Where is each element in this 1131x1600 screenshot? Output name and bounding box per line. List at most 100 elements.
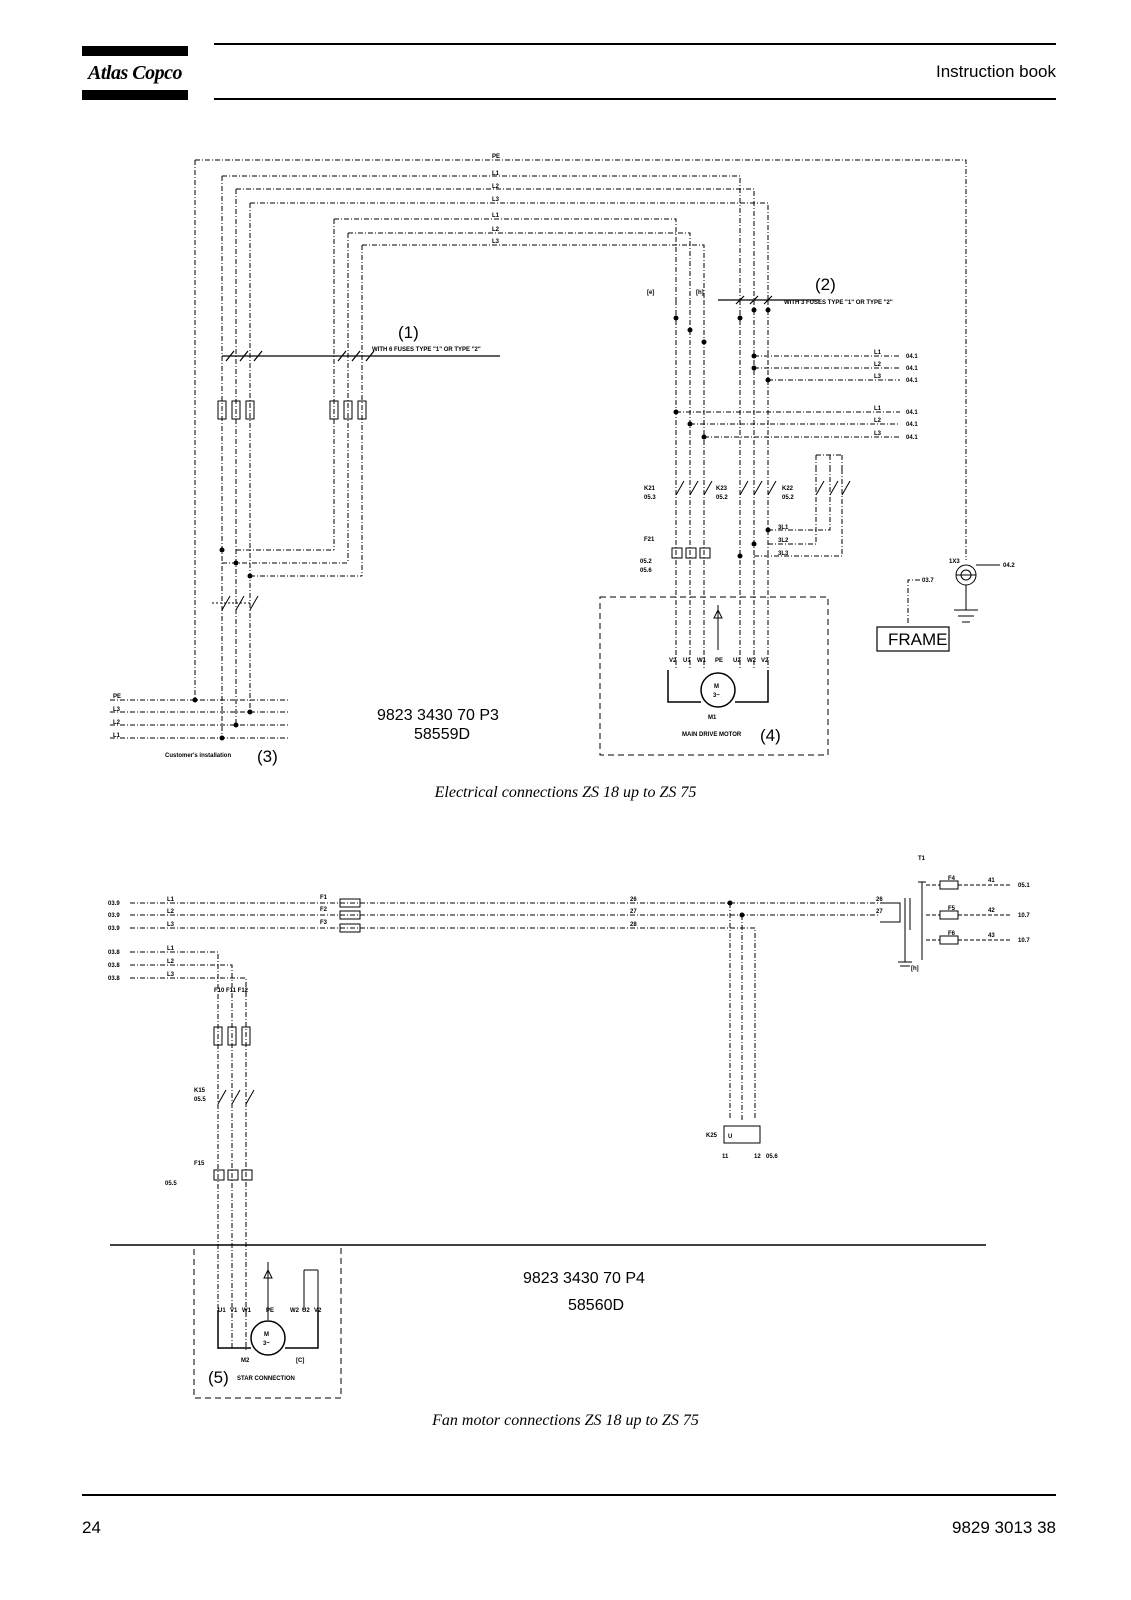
motor-m1-3ph: 3~ xyxy=(713,693,720,699)
motor-m1-label: MAIN DRIVE MOTOR xyxy=(682,732,742,738)
in-ref-1: 03.9 xyxy=(108,901,120,907)
terminal-1x3-symbol xyxy=(954,564,1000,623)
diagram1-labels: PE L1 L2 L3 L1 L2 L3 (1) WITH 6 FUSES TY… xyxy=(113,154,1015,766)
header-rule-top xyxy=(214,43,1056,45)
m2-u2: U2 xyxy=(302,1308,310,1314)
cust-label-l1: L1 xyxy=(113,733,121,739)
in-l1: L1 xyxy=(167,897,175,903)
out-ref-107b: 10.7 xyxy=(1018,938,1030,944)
in-ref-5: 03.8 xyxy=(108,963,120,969)
motor-m2-m: M xyxy=(264,1332,269,1338)
main-drive-motor-symbol xyxy=(700,672,736,708)
out-ref-a2: 04.1 xyxy=(906,366,918,372)
in-ref-3: 03.9 xyxy=(108,926,120,932)
winding-pe: PE xyxy=(715,658,723,664)
in-ref-6: 03.8 xyxy=(108,976,120,982)
bus-label-l1b: L1 xyxy=(492,213,500,219)
terminal-1x3-label: 1X3 xyxy=(949,559,960,565)
motor-m1-tag: M1 xyxy=(708,715,717,721)
drawing-number-p3: 9823 3430 70 P3 xyxy=(377,707,499,724)
transformer-t1 xyxy=(880,880,1010,967)
logo-bottom-bar xyxy=(82,90,188,100)
motor-m2-tag: M2 xyxy=(241,1358,250,1364)
out-ref-107a: 10.7 xyxy=(1018,913,1030,919)
bus-label-l3b: L3 xyxy=(492,239,500,245)
diagram1-junction-dots xyxy=(192,307,771,741)
winding-v2: V2 xyxy=(669,658,677,664)
document-number: 9829 3013 38 xyxy=(952,1518,1056,1537)
cust-label-pe: PE xyxy=(113,694,121,700)
note1-number: (1) xyxy=(398,323,419,342)
note5-number: (5) xyxy=(208,1368,229,1387)
wire-43: 43 xyxy=(988,933,995,939)
footer-rule xyxy=(82,1494,1056,1496)
out-ref-051: 05.1 xyxy=(1018,883,1030,889)
in-l2: L2 xyxy=(167,909,175,915)
diagram2-bus-lines xyxy=(130,902,880,1350)
wire-28: 28 xyxy=(630,922,637,928)
atlas-copco-logo: Atlas Copco xyxy=(82,46,188,100)
page-number: 24 xyxy=(82,1518,101,1537)
thermal-relay-f15 xyxy=(213,1169,253,1181)
in-l2b: L2 xyxy=(167,959,175,965)
star-3l3: 3L3 xyxy=(778,551,789,557)
fuse-f6: F6 xyxy=(948,931,956,937)
in-l3: L3 xyxy=(167,922,175,928)
out-l2-a: L2 xyxy=(874,362,882,368)
note2-text: WITH 3 FUSES TYPE "1" OR TYPE "2" xyxy=(784,300,893,306)
customer-switch xyxy=(212,595,259,611)
k25-label: K25 xyxy=(706,1133,718,1139)
out-l1-a: L1 xyxy=(874,350,882,356)
thermal-relay-f21 xyxy=(671,547,711,559)
m2-w1: W1 xyxy=(242,1308,252,1314)
note3-number: (3) xyxy=(257,747,278,766)
f10-f12-label: F10 F11 F12 xyxy=(214,988,249,994)
fuse-f4: F4 xyxy=(948,876,956,882)
winding-w1: W1 xyxy=(697,658,707,664)
star-3l1: 3L1 xyxy=(778,525,789,531)
f21-ref1: 05.2 xyxy=(640,559,652,565)
header-title: Instruction book xyxy=(935,62,1056,81)
cust-label-l3: L3 xyxy=(113,707,121,713)
relay-k25 xyxy=(723,1125,761,1144)
mark-h: [h] xyxy=(696,290,704,296)
bus-label-l1: L1 xyxy=(492,171,500,177)
diagram1-fuses xyxy=(217,400,367,420)
wire-26b: 26 xyxy=(876,897,883,903)
diagram2-dots xyxy=(727,900,745,918)
in-l1b: L1 xyxy=(167,946,175,952)
diagram2-fuses-f1-f3 xyxy=(339,898,361,933)
bus-label-l2: L2 xyxy=(492,184,500,190)
diagram2-labels: 03.9 03.9 03.9 L1 L2 L3 03.8 03.8 03.8 L… xyxy=(108,856,1030,1387)
motor-enclosure-4 xyxy=(599,596,829,756)
wire-27: 27 xyxy=(630,909,637,915)
wire-26: 26 xyxy=(630,897,637,903)
m2-v1: V1 xyxy=(230,1308,238,1314)
f21-label: F21 xyxy=(644,537,655,543)
fuse-f5: F5 xyxy=(948,906,956,912)
diagram1-bus-lines xyxy=(110,159,967,739)
fan-motor-enclosure-5 xyxy=(193,1244,342,1399)
logo-top-bar xyxy=(82,46,188,56)
drawing-id-p3: 58559D xyxy=(414,726,470,743)
k25-12: 12 xyxy=(754,1154,761,1160)
cust-label-l2: L2 xyxy=(113,720,121,726)
contactor-k15 xyxy=(217,1089,255,1105)
header-rule-bottom xyxy=(214,98,1056,100)
note1-text: WITH 6 FUSES TYPE "1" OR TYPE "2" xyxy=(372,347,481,353)
k21-label: K21 xyxy=(644,486,656,492)
mark-c: [C] xyxy=(296,1358,304,1364)
f21-ref2: 05.6 xyxy=(640,568,652,574)
motor-m2-3ph: 3~ xyxy=(263,1341,270,1347)
fuse-f2: F2 xyxy=(320,907,328,913)
out-ref-b1: 04.1 xyxy=(906,410,918,416)
bus-label-l2b: L2 xyxy=(492,227,500,233)
out-ref-a3: 04.1 xyxy=(906,378,918,384)
m2-v2: V2 xyxy=(314,1308,322,1314)
winding-v2b: V2 xyxy=(761,658,769,664)
k15-label: K15 xyxy=(194,1088,206,1094)
winding-u2: U2 xyxy=(733,658,741,664)
m2-w2: W2 xyxy=(290,1308,300,1314)
out-ref-a1: 04.1 xyxy=(906,354,918,360)
frame-label: FRAME xyxy=(888,630,948,649)
